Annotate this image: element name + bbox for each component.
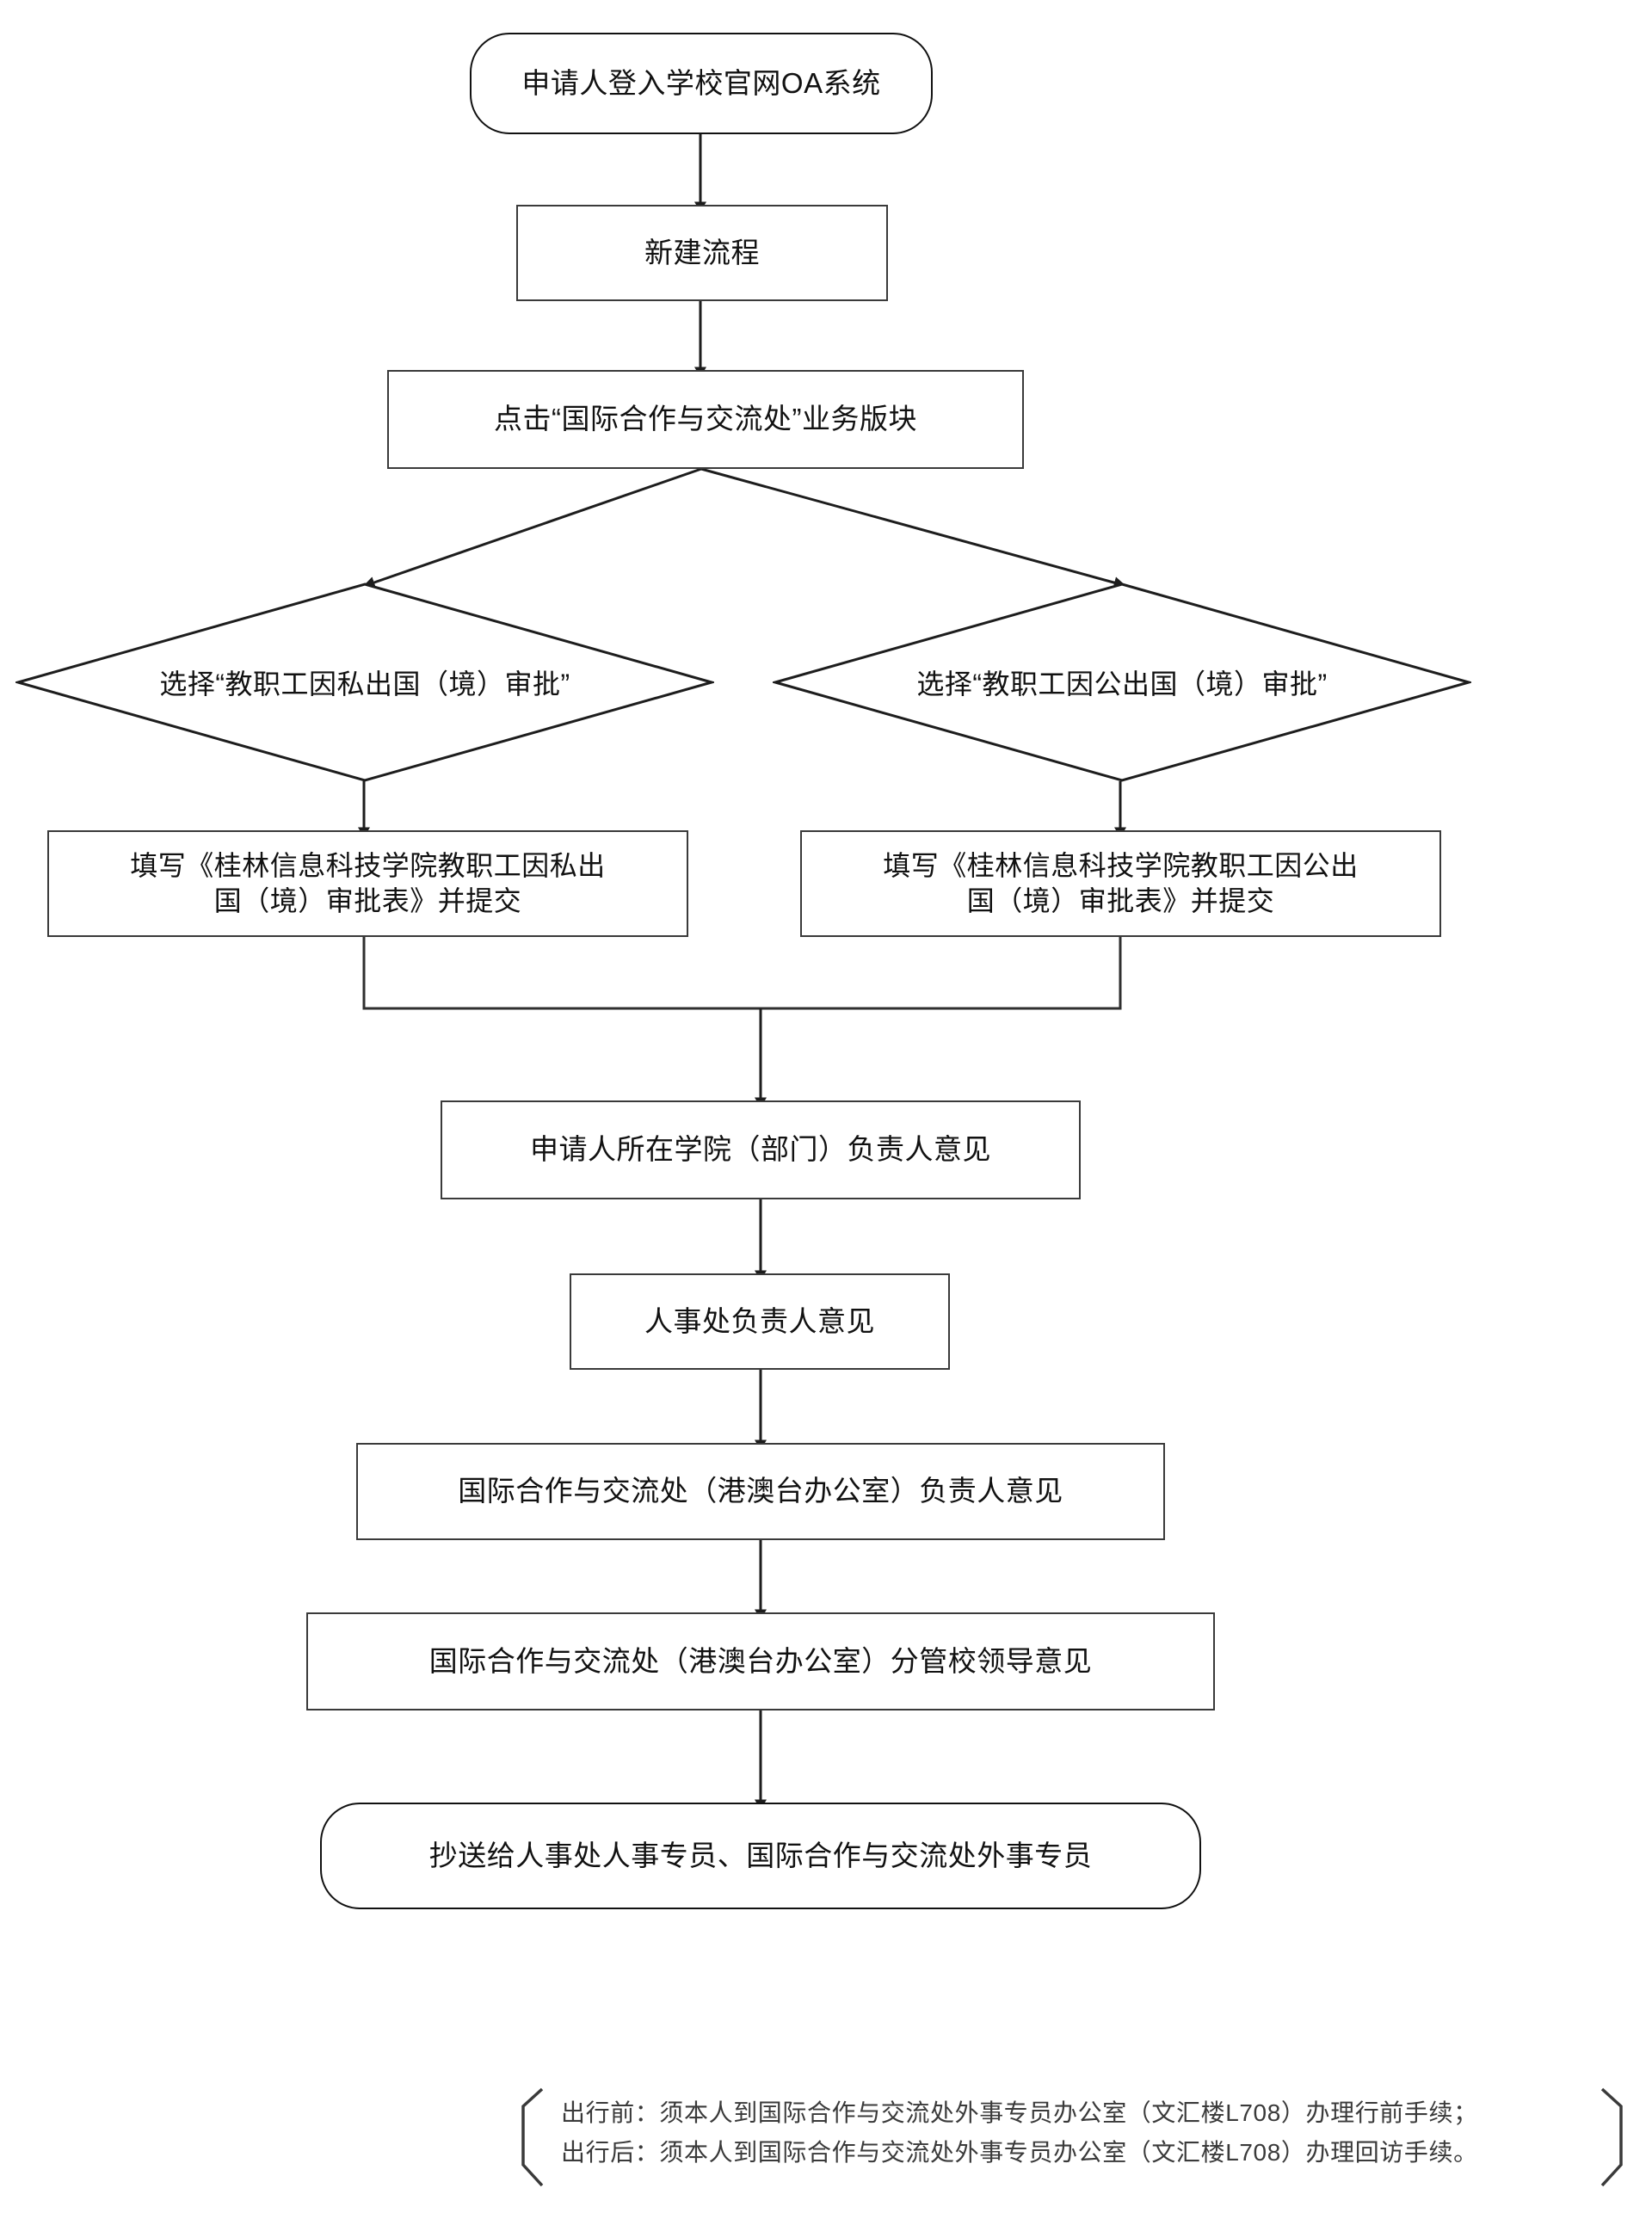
- node-intl-office-opinion[interactable]: 国际合作与交流处（港澳台办公室）负责人意见: [356, 1443, 1165, 1540]
- node-school-leader-opinion-label: 国际合作与交流处（港澳台办公室）分管校领导意见: [428, 1644, 1093, 1677]
- node-start[interactable]: 申请人登入学校官网OA系统: [470, 33, 933, 134]
- node-form-public-label: 填写《桂林信息科技学院教职工因公出 国（境）审批表》并提交: [883, 850, 1359, 916]
- footnote-banner: 出行前：须本人到国际合作与交流处外事专员办公室（文汇楼L708）办理行前手续； …: [523, 2086, 1624, 2189]
- footnote-line-2: 出行后：须本人到国际合作与交流处外事专员办公室（文汇楼L708）办理回访手续。: [561, 2139, 1478, 2166]
- node-college-opinion[interactable]: 申请人所在学院（部门）负责人意见: [441, 1100, 1081, 1199]
- node-cc-specialists[interactable]: 抄送给人事处人事专员、国际合作与交流处外事专员: [320, 1803, 1201, 1909]
- node-decision-public[interactable]: 选择“教职工因公出国（境）审批”: [773, 582, 1471, 783]
- decision-public-shape: [773, 582, 1471, 782]
- node-form-public[interactable]: 填写《桂林信息科技学院教职工因公出 国（境）审批表》并提交: [800, 830, 1441, 937]
- footnote-line-1: 出行前：须本人到国际合作与交流处外事专员办公室（文汇楼L708）办理行前手续；: [561, 2099, 1478, 2126]
- node-decision-public-label: 选择“教职工因公出国（境）审批”: [916, 669, 1328, 700]
- node-form-private-label: 填写《桂林信息科技学院教职工因私出 国（境）审批表》并提交: [130, 850, 606, 916]
- node-school-leader-opinion[interactable]: 国际合作与交流处（港澳台办公室）分管校领导意见: [306, 1612, 1215, 1710]
- node-decision-private-label: 选择“教职工因私出国（境）审批”: [159, 669, 570, 700]
- node-new-process-label: 新建流程: [644, 236, 760, 268]
- node-hr-opinion[interactable]: 人事处负责人意见: [570, 1273, 950, 1370]
- node-intl-office-opinion-label: 国际合作与交流处（港澳台办公室）负责人意见: [458, 1475, 1063, 1507]
- decision-private-shape: [15, 582, 714, 782]
- node-hr-opinion-label: 人事处负责人意见: [644, 1304, 875, 1337]
- edge-click-module-to-decision-private: [362, 467, 702, 589]
- edge-click-module-to-decision-public: [700, 467, 1126, 589]
- node-decision-private[interactable]: 选择“教职工因私出国（境）审批”: [15, 582, 714, 783]
- node-cc-specialists-label: 抄送给人事处人事专员、国际合作与交流处外事专员: [428, 1839, 1093, 1871]
- node-click-module-label: 点击“国际合作与交流处”业务版块: [494, 403, 917, 435]
- node-new-process[interactable]: 新建流程: [516, 205, 888, 301]
- node-college-opinion-label: 申请人所在学院（部门）负责人意见: [530, 1133, 991, 1166]
- edge-merge-forms: [362, 937, 1122, 1010]
- node-click-module[interactable]: 点击“国际合作与交流处”业务版块: [387, 370, 1024, 469]
- node-start-label: 申请人登入学校官网OA系统: [521, 66, 881, 99]
- node-form-private[interactable]: 填写《桂林信息科技学院教职工因私出 国（境）审批表》并提交: [47, 830, 688, 937]
